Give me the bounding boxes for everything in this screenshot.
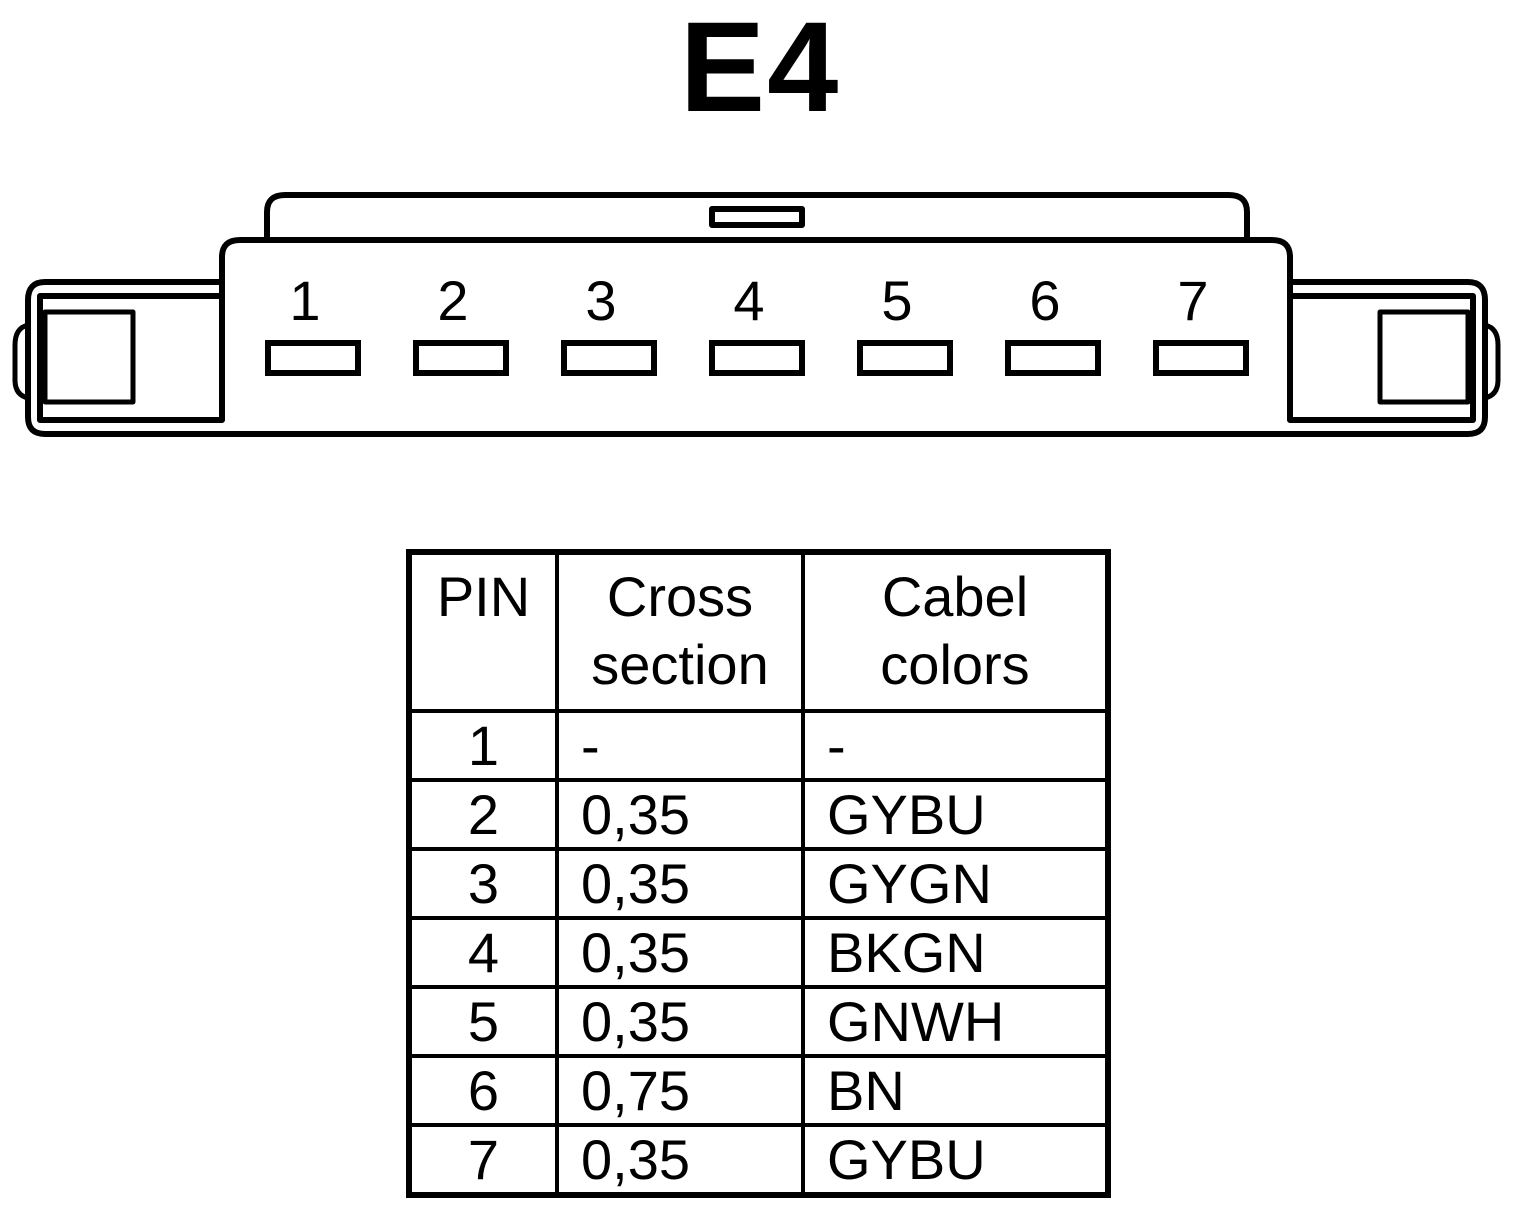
pin-cell: 5 [407,985,559,1058]
pin-label-6: 6 [1029,269,1060,332]
cross-section-cell: 0,75 [555,1054,805,1127]
connector-drawing: 1 2 3 4 5 6 7 [12,192,1501,437]
cable-color-cell: - [801,709,1110,782]
cable-color-cell: BN [801,1054,1110,1127]
right-flange [1287,282,1476,423]
pin-labels: 1 2 3 4 5 6 7 [289,269,1208,332]
pin-slot-7 [1153,340,1249,376]
left-latch-window [42,309,136,405]
table-row: 4 0,35 BKGN [407,916,1110,989]
table-row: 7 0,35 GYBU [407,1123,1110,1197]
cable-color-cell: GNWH [801,985,1110,1058]
pin-slot-2 [413,340,509,376]
header-cabel-colors: Cabel colors [801,550,1110,713]
pin-cell: 6 [407,1054,559,1127]
cross-section-cell: 0,35 [555,916,805,989]
cable-color-cell: GYBU [801,778,1110,851]
left-clip [12,322,29,401]
pin-cell: 3 [407,847,559,920]
connector-body [25,237,1488,437]
pin-cell: 4 [407,916,559,989]
connector-hood [264,192,1250,240]
table-header: PIN Cross section Cabel colors [407,550,1110,713]
latch-slot [709,206,805,228]
table-row: 2 0,35 GYBU [407,778,1110,851]
table-row: 6 0,75 BN [407,1054,1110,1127]
pin-slot-3 [561,340,657,376]
cross-section-cell: 0,35 [555,1123,805,1197]
pin-slot-5 [857,340,953,376]
left-flange [37,282,225,423]
pin-label-4: 4 [733,269,764,332]
cross-section-cell: 0,35 [555,985,805,1058]
header-pin: PIN [407,550,559,713]
cable-color-cell: BKGN [801,916,1110,989]
pin-cell: 2 [407,778,559,851]
right-clip [1484,322,1501,401]
cable-color-cell: GYGN [801,847,1110,920]
pin-slot-1 [265,340,361,376]
pin-label-7: 7 [1177,269,1208,332]
cross-section-cell: 0,35 [555,847,805,920]
pin-cell: 1 [407,709,559,782]
pin-slot-4 [709,340,805,376]
table-row: 3 0,35 GYGN [407,847,1110,920]
cable-color-cell: GYBU [801,1123,1110,1197]
pin-label-5: 5 [881,269,912,332]
connector-title: E4 [679,0,841,139]
pin-label-3: 3 [585,269,616,332]
pin-table: PIN Cross section Cabel colors 1 - - 2 0… [406,549,1111,1198]
pin-slot-6 [1005,340,1101,376]
pin-cell: 7 [407,1123,559,1197]
pin-slots [265,340,1249,376]
header-cross-section: Cross section [555,550,805,713]
pin-label-1: 1 [289,269,320,332]
cross-section-cell: 0,35 [555,778,805,851]
cross-section-cell: - [555,709,805,782]
table-row: 5 0,35 GNWH [407,985,1110,1058]
right-latch-window [1377,309,1471,405]
table-row: 1 - - [407,709,1110,782]
pin-label-2: 2 [437,269,468,332]
